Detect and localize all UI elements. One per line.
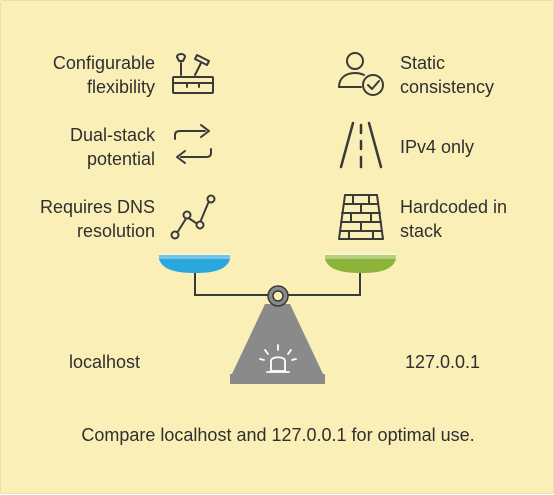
label-dual-stack-potential: Dual-stack potential [69,125,155,169]
diagram-caption: Compare localhost and 127.0.0.1 for opti… [81,425,475,445]
scale-left-label: localhost [69,352,141,372]
right-pan [325,253,396,273]
toolbox-icon [167,47,219,99]
swap-arrows-icon [167,119,219,171]
line-graph-icon [167,191,219,243]
alarm-light-icon [259,344,297,373]
brick-wall-icon [335,191,387,243]
label-configurable-flexibility: Configurable flexibility [52,53,155,97]
label-hardcoded-in-stack: Hardcoded in stack [400,197,508,241]
scale-base [232,304,323,374]
scale-right-label: 127.0.0.1 [405,352,481,372]
scale-foot [230,374,325,384]
left-pan [159,253,230,273]
label-requires-dns-resolution: Requires DNS resolution [39,197,155,241]
label-ipv4-only: IPv4 only [400,137,475,157]
label-static-consistency: Static consistency [400,53,495,97]
road-icon [335,119,387,171]
user-check-icon [335,47,387,99]
